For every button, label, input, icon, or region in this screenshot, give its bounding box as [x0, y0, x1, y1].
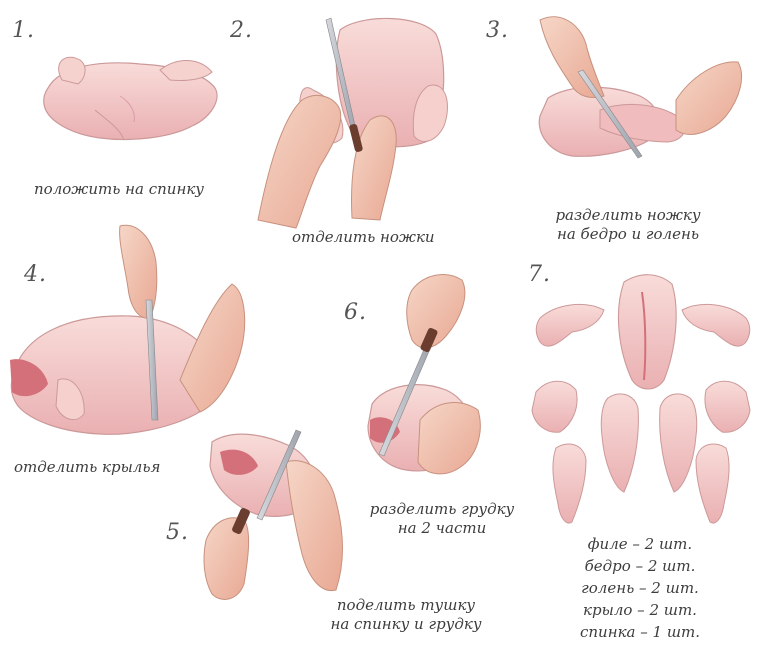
step6-caption-line2: на 2 части: [352, 519, 532, 538]
step6-caption: разделить грудку на 2 части: [352, 500, 532, 538]
step3-illustration: [539, 17, 741, 158]
parts-list-item: голень – 2 шт.: [560, 577, 720, 599]
step-number-3: 3.: [486, 18, 509, 43]
step-number-4: 4.: [24, 262, 47, 287]
step5-illustration: [204, 430, 343, 599]
parts-list-item: спинка – 1 шт.: [560, 621, 720, 643]
step4-illustration: [10, 225, 245, 434]
step-number-5: 5.: [166, 520, 189, 545]
step6-caption-line1: разделить грудку: [352, 500, 532, 519]
step4-caption: отделить крылья: [14, 458, 160, 477]
step6-illustration: [368, 275, 480, 474]
step2-caption: отделить ножки: [292, 228, 435, 247]
step-number-1: 1.: [12, 18, 35, 43]
step-number-6: 6.: [344, 300, 367, 325]
step5-caption: поделить тушку на спинку и грудку: [316, 596, 496, 634]
step-number-2: 2.: [230, 18, 253, 43]
step3-caption-line1: разделить ножку: [538, 206, 718, 225]
step2-illustration: [258, 18, 447, 228]
parts-list: филе – 2 шт. бедро – 2 шт. голень – 2 шт…: [560, 533, 720, 643]
step1-caption: положить на спинку: [34, 180, 204, 199]
step3-caption-line2: на бедро и голень: [538, 225, 718, 244]
step5-caption-line1: поделить тушку: [316, 596, 496, 615]
chicken-whole-icon: [44, 57, 217, 140]
parts-list-item: филе – 2 шт.: [560, 533, 720, 555]
chicken-parts-icon: [532, 275, 750, 523]
parts-list-item: крыло – 2 шт.: [560, 599, 720, 621]
parts-list-item: бедро – 2 шт.: [560, 555, 720, 577]
step-number-7: 7.: [528, 262, 551, 287]
step3-caption: разделить ножку на бедро и голень: [538, 206, 718, 244]
step5-caption-line2: на спинку и грудку: [316, 615, 496, 634]
